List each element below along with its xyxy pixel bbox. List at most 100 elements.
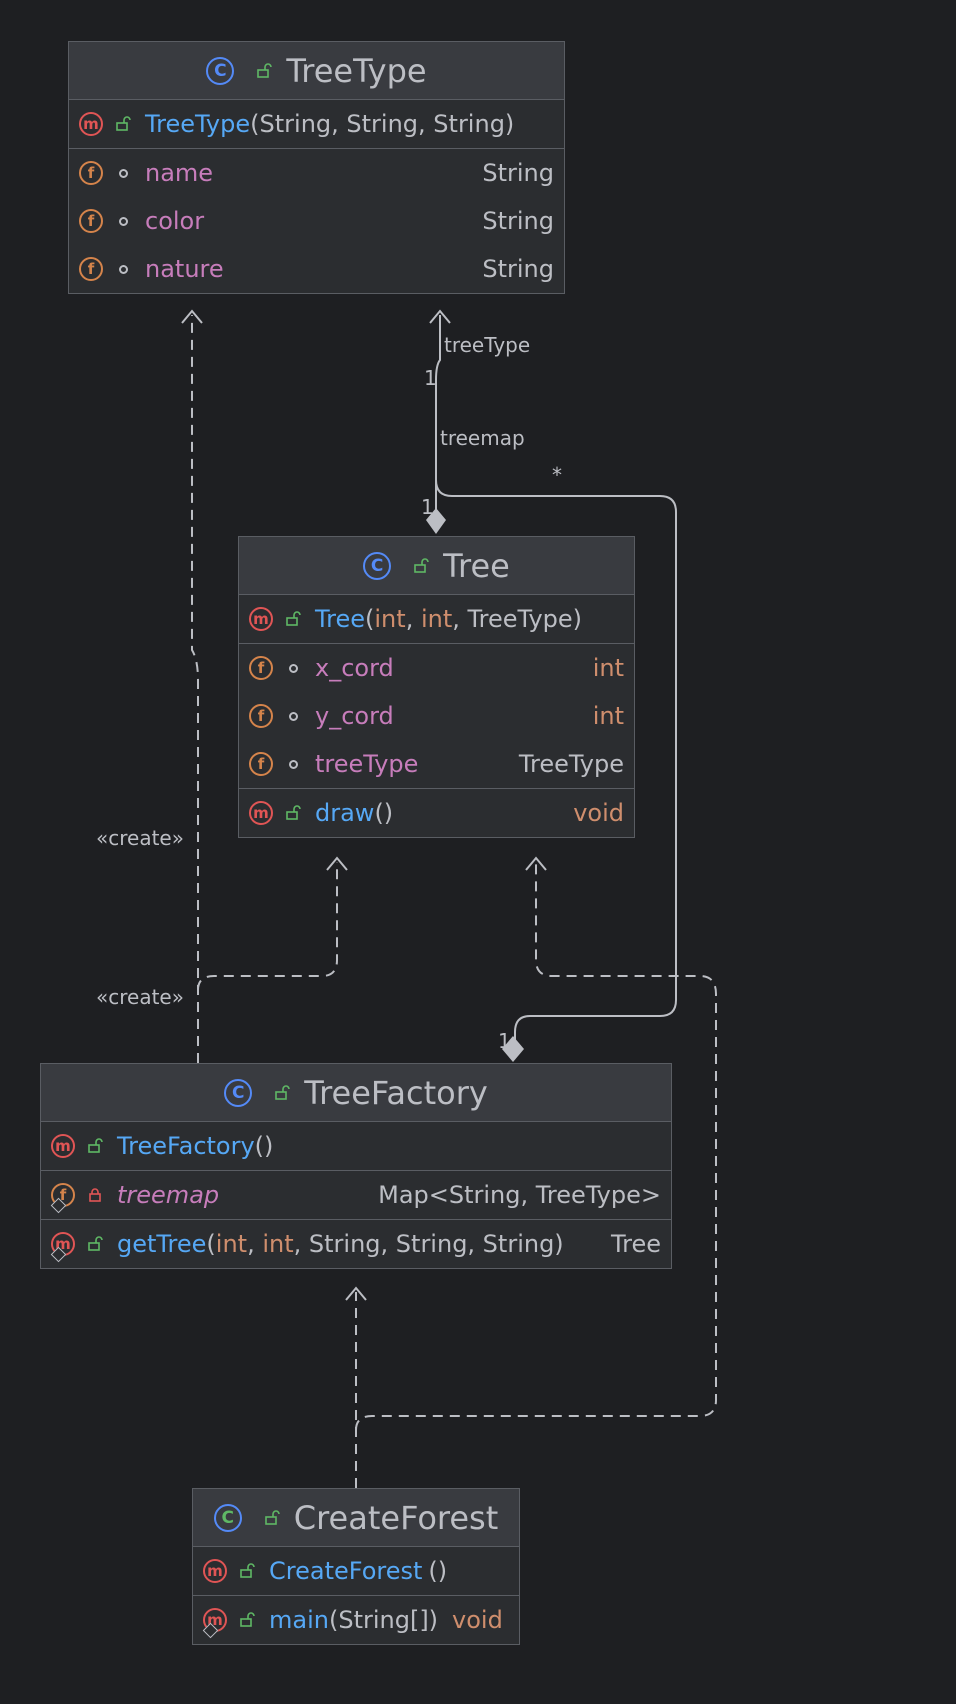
package-private-icon [281,759,305,769]
field-type: int [592,654,624,682]
constructor-name: CreateForest [269,1557,423,1585]
method-name: main [269,1606,329,1634]
field-row[interactable]: f nature String [69,245,564,293]
constructor-params: (String, String, String) [250,110,515,138]
field-row[interactable]: f y_cord int [239,692,634,740]
method-icon: m [249,607,273,631]
constructor-name: TreeType [145,110,251,138]
class-treefactory[interactable]: C TreeFactory m TreeFactory () f treemap… [40,1063,672,1269]
arrowhead-forest-factory [345,1286,367,1301]
label-treemap-role: treemap [440,426,525,450]
class-header: C TreeFactory [41,1064,671,1122]
constructor-section: m TreeFactory () [41,1122,671,1171]
field-row[interactable]: f treeType TreeType [239,740,634,788]
field-type: Map<String, TreeType> [378,1181,661,1209]
public-icon [111,116,135,132]
field-icon: f [79,209,103,233]
method-name: draw [315,799,375,827]
public-icon [409,557,433,574]
constructor-params: () [428,1557,448,1585]
package-private-icon [281,663,305,673]
arrowhead-forest-tree [525,856,547,871]
field-type: int [592,702,624,730]
arrowhead-treetype-assoc [429,309,451,324]
class-name: TreeFactory [304,1073,488,1112]
methods-section: m getTree (int, int, String, String, Str… [41,1220,671,1268]
constructor-row[interactable]: m TreeType (String, String, String) [69,100,564,148]
runnable-class-icon: C [213,1503,242,1532]
field-row[interactable]: f x_cord int [239,644,634,692]
method-return-type: void [573,799,624,827]
fields-section: f name String f color String f nature St… [69,149,564,293]
constructor-name: TreeFactory [117,1132,255,1160]
label-create-tree: «create» [96,985,184,1009]
field-row[interactable]: f name String [69,149,564,197]
constructor-params: () [254,1132,274,1160]
method-return-type: void [452,1606,503,1634]
edge-tree-treetype [435,315,441,510]
class-header: C TreeType [69,42,564,100]
method-params: (String[]) [328,1606,439,1634]
package-private-icon [111,216,135,226]
method-name: getTree [117,1230,207,1258]
constructor-row[interactable]: m TreeFactory () [41,1122,671,1170]
field-name: color [145,207,205,235]
field-type: String [482,159,554,187]
field-name: treemap [117,1181,220,1209]
method-row[interactable]: m main (String[]) void [193,1596,519,1644]
class-name: CreateForest [293,1498,499,1537]
public-icon [235,1612,259,1628]
method-icon: m [249,801,273,825]
methods-section: m main (String[]) void [193,1596,519,1644]
class-header: C CreateForest [193,1489,519,1547]
field-icon: f [249,752,273,776]
class-treetype[interactable]: C TreeType m TreeType (String, String, S… [68,41,565,294]
class-icon: C [363,551,392,580]
field-icon: f [249,656,273,680]
constructor-name: Tree [315,605,366,633]
package-private-icon [281,711,305,721]
public-icon [281,805,305,821]
field-name: x_cord [315,654,394,682]
method-row[interactable]: m draw () void [239,789,634,837]
public-icon [83,1138,107,1154]
public-icon [260,1509,284,1526]
method-params: (int, int, String, String, String) [206,1230,564,1258]
class-icon: C [206,56,235,85]
class-name: Tree [443,546,510,585]
field-row[interactable]: f color String [69,197,564,245]
class-name: TreeType [286,51,427,90]
fields-section: f treemap Map<String, TreeType> [41,1171,671,1220]
constructor-section: m TreeType (String, String, String) [69,100,564,149]
field-name: treeType [315,750,419,778]
public-icon [281,611,305,627]
class-createforest[interactable]: C CreateForest m CreateForest () m main … [192,1488,520,1645]
field-type: String [482,255,554,283]
private-lock-icon [83,1187,107,1203]
method-return-type: Tree [610,1230,661,1258]
field-name: nature [145,255,224,283]
package-private-icon [111,168,135,178]
label-treetype-multiplicity: 1 [424,366,437,390]
constructor-row[interactable]: m CreateForest () [193,1547,519,1595]
field-row[interactable]: f treemap Map<String, TreeType> [41,1171,671,1219]
constructor-row[interactable]: m Tree (int, int, TreeType) [239,595,634,643]
field-name: name [145,159,214,187]
constructor-section: m Tree (int, int, TreeType) [239,595,634,644]
public-icon [235,1563,259,1579]
field-type: TreeType [518,750,624,778]
field-icon: f [249,704,273,728]
constructor-section: m CreateForest () [193,1547,519,1596]
method-icon: m [203,1559,227,1583]
class-icon: C [224,1078,253,1107]
field-type: String [482,207,554,235]
methods-section: m draw () void [239,789,634,837]
package-private-icon [111,264,135,274]
label-treemap-multiplicity: * [552,463,562,487]
field-icon: f [79,257,103,281]
field-name: y_cord [315,702,394,730]
method-row[interactable]: m getTree (int, int, String, String, Str… [41,1220,671,1268]
class-tree[interactable]: C Tree m Tree (int, int, TreeType) f x_c… [238,536,635,838]
public-icon [270,1084,294,1101]
arrowhead-create-tree [326,856,348,871]
